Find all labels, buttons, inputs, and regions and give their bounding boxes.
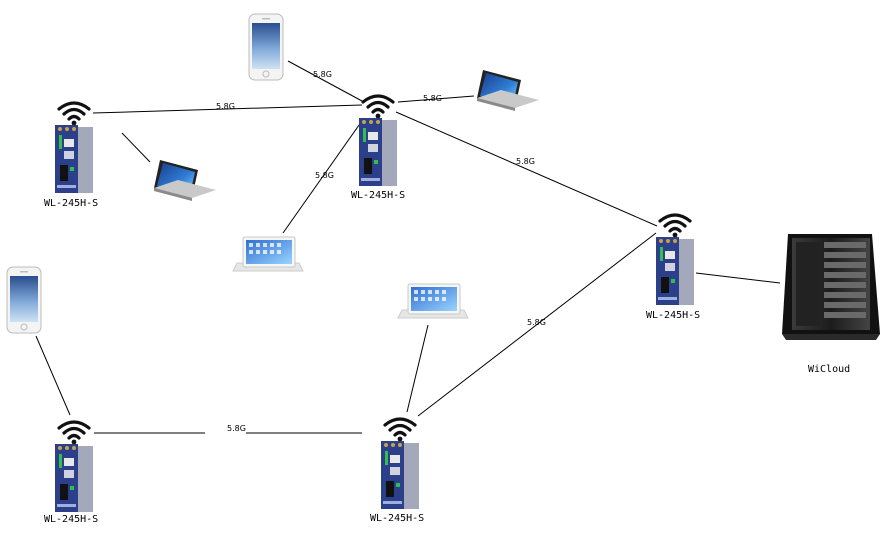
link-router2-tablet — [282, 117, 365, 234]
router-4 — [53, 420, 95, 514]
phone-top — [248, 13, 284, 81]
link-router1-laptop — [121, 132, 151, 163]
link-phone-router4 — [35, 335, 71, 416]
tablet-center — [232, 236, 304, 272]
laptop-left — [154, 160, 216, 201]
link-router2-router3 — [395, 111, 658, 227]
connections — [35, 60, 781, 434]
server-icon — [782, 234, 880, 340]
link-router3-router5 — [417, 232, 657, 417]
phone-left — [6, 266, 42, 334]
link-router1-router2 — [92, 104, 363, 114]
link-router2-laptop — [397, 95, 475, 103]
link-label-router2-laptop: 5.8G — [423, 94, 442, 103]
router-2 — [357, 94, 399, 188]
server-label: WiCloud — [808, 364, 851, 375]
router-label-1: WL-245H-S — [44, 198, 99, 209]
laptop-top-right — [477, 70, 539, 111]
link-label-phone-router2: 5.8G — [313, 70, 332, 79]
link-phone-router2 — [287, 60, 363, 102]
link-label-router4-router5: 5.8G — [227, 424, 246, 433]
link-tablet-router5 — [406, 324, 429, 413]
tablet-lower — [397, 283, 469, 319]
router-3 — [654, 213, 696, 307]
router-label-2: WL-245H-S — [351, 190, 406, 201]
link-label-router1-router2: 5.8G — [216, 102, 235, 111]
link-router3-server — [695, 272, 781, 284]
router-1 — [53, 101, 95, 195]
link-label-router2-router3: 5.8G — [516, 157, 535, 166]
router-label-3: WL-245H-S — [646, 310, 701, 321]
link-label-router2-tablet: 5.8G — [315, 171, 334, 180]
router-label-4: WL-245H-S — [44, 514, 99, 525]
router-label-5: WL-245H-S — [370, 513, 425, 524]
link-label-router3-router5: 5.8G — [527, 318, 546, 327]
router-5 — [379, 417, 421, 511]
